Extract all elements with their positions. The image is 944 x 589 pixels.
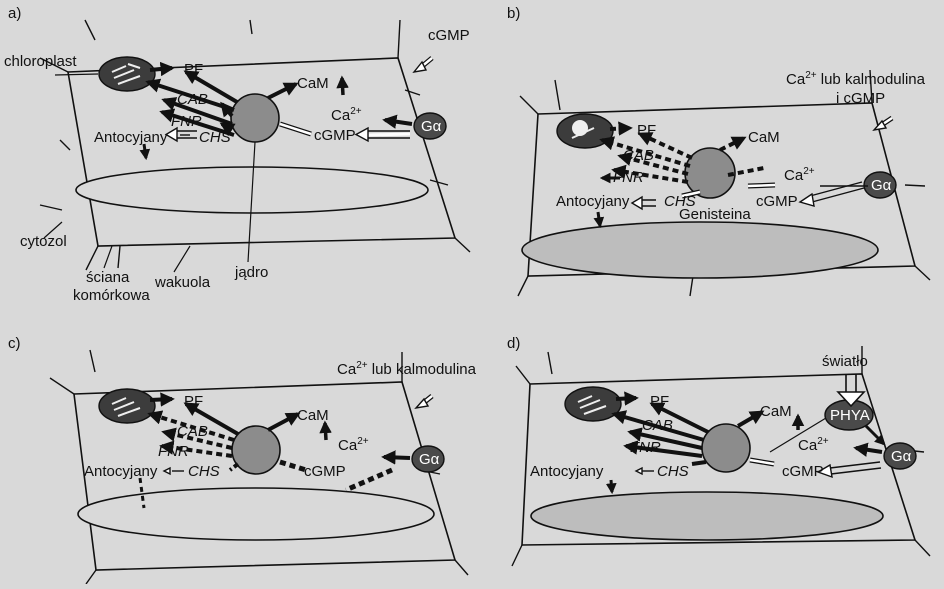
label-antocyjany-c: Antocyjany xyxy=(84,463,158,480)
chloroplast-b xyxy=(557,114,613,148)
label-cgmp-a: cGMP xyxy=(314,127,356,144)
label-cam-d: CaM xyxy=(760,403,792,420)
panel-d-label: d) xyxy=(507,335,520,352)
vacuole-b xyxy=(522,222,878,278)
label-chs-c: CHS xyxy=(188,463,220,480)
label-top-b-1: Ca2+ lub kalmodulina xyxy=(786,70,926,88)
nucleus-d xyxy=(702,424,750,472)
label-galpha-c: Gα xyxy=(419,451,440,468)
label-phya: PHYA xyxy=(830,407,870,424)
label-cam-c: CaM xyxy=(297,407,329,424)
label-ca-b: Ca2+ xyxy=(784,166,815,184)
label-cab-b: CAB xyxy=(623,147,654,164)
label-pf-d: PF xyxy=(650,393,669,410)
label-cam-a: CaM xyxy=(297,75,329,92)
label-galpha-a: Gα xyxy=(421,118,442,135)
label-chs-a: CHS xyxy=(199,129,231,146)
nucleus-a xyxy=(231,94,279,142)
label-fnr-b: FNR xyxy=(613,169,644,186)
vacuole-c xyxy=(78,488,434,540)
label-antocyjany-b: Antocyjany xyxy=(556,193,630,210)
label-cab-d: CAB xyxy=(642,417,673,434)
label-galpha-d: Gα xyxy=(891,448,912,465)
label-ca-d: Ca2+ xyxy=(798,436,829,454)
panel-b: b) xyxy=(507,5,930,296)
label-cab-a: CAB xyxy=(177,91,208,108)
panel-c-label: c) xyxy=(8,335,21,352)
label-swiatlo: światło xyxy=(822,353,868,370)
label-genisteina: Genisteina xyxy=(679,206,751,223)
label-galpha-b: Gα xyxy=(871,177,892,194)
label-cgmp-b: cGMP xyxy=(756,193,798,210)
label-top-c: Ca2+ lub kalmodulina xyxy=(337,360,477,378)
panel-a: a) xyxy=(4,5,470,304)
chloroplast-a xyxy=(99,57,155,91)
panel-a-label: a) xyxy=(8,5,21,22)
nucleus-b xyxy=(685,148,735,198)
label-cgmp-c: cGMP xyxy=(304,463,346,480)
panel-d: d) xyxy=(507,335,930,566)
label-top-b-2: i cGMP xyxy=(836,90,885,107)
label-fnr-c: FNR xyxy=(158,443,189,460)
label-komorkowa: komórkowa xyxy=(73,287,150,304)
label-ca-a: Ca2+ xyxy=(331,106,362,124)
label-cab-c: CAB xyxy=(177,423,208,440)
label-sciana: ściana xyxy=(86,269,130,286)
label-pf-a: PF xyxy=(184,61,203,78)
label-fnr-d: FNR xyxy=(630,439,661,456)
label-chs-d: CHS xyxy=(657,463,689,480)
label-pf-c: PF xyxy=(184,393,203,410)
labels-b: PF CAB FNR CaM Ca2+ cGMP Gα Antocyjany C… xyxy=(556,70,926,223)
label-antocyjany-a: Antocyjany xyxy=(94,129,168,146)
label-top-a: cGMP xyxy=(428,27,470,44)
label-chloroplast: chloroplast xyxy=(4,53,77,70)
label-ca-c: Ca2+ xyxy=(338,436,369,454)
label-cgmp-d: cGMP xyxy=(782,463,824,480)
labels-a: chloroplast PF CAB FNR CaM Ca2+ cGMP Gα … xyxy=(4,27,470,304)
panel-b-label: b) xyxy=(507,5,520,22)
label-fnr-a: FNR xyxy=(171,113,202,130)
vacuole-d xyxy=(531,492,883,540)
label-cytozol: cytozol xyxy=(20,233,67,250)
label-wakuola: wakuola xyxy=(154,274,211,291)
nucleus-c xyxy=(232,426,280,474)
panel-c: c) PF CAB FNR xyxy=(8,335,477,584)
label-pf-b: PF xyxy=(637,122,656,139)
label-cam-b: CaM xyxy=(748,129,780,146)
label-jadro: jądro xyxy=(234,264,268,281)
label-antocyjany-d: Antocyjany xyxy=(530,463,604,480)
